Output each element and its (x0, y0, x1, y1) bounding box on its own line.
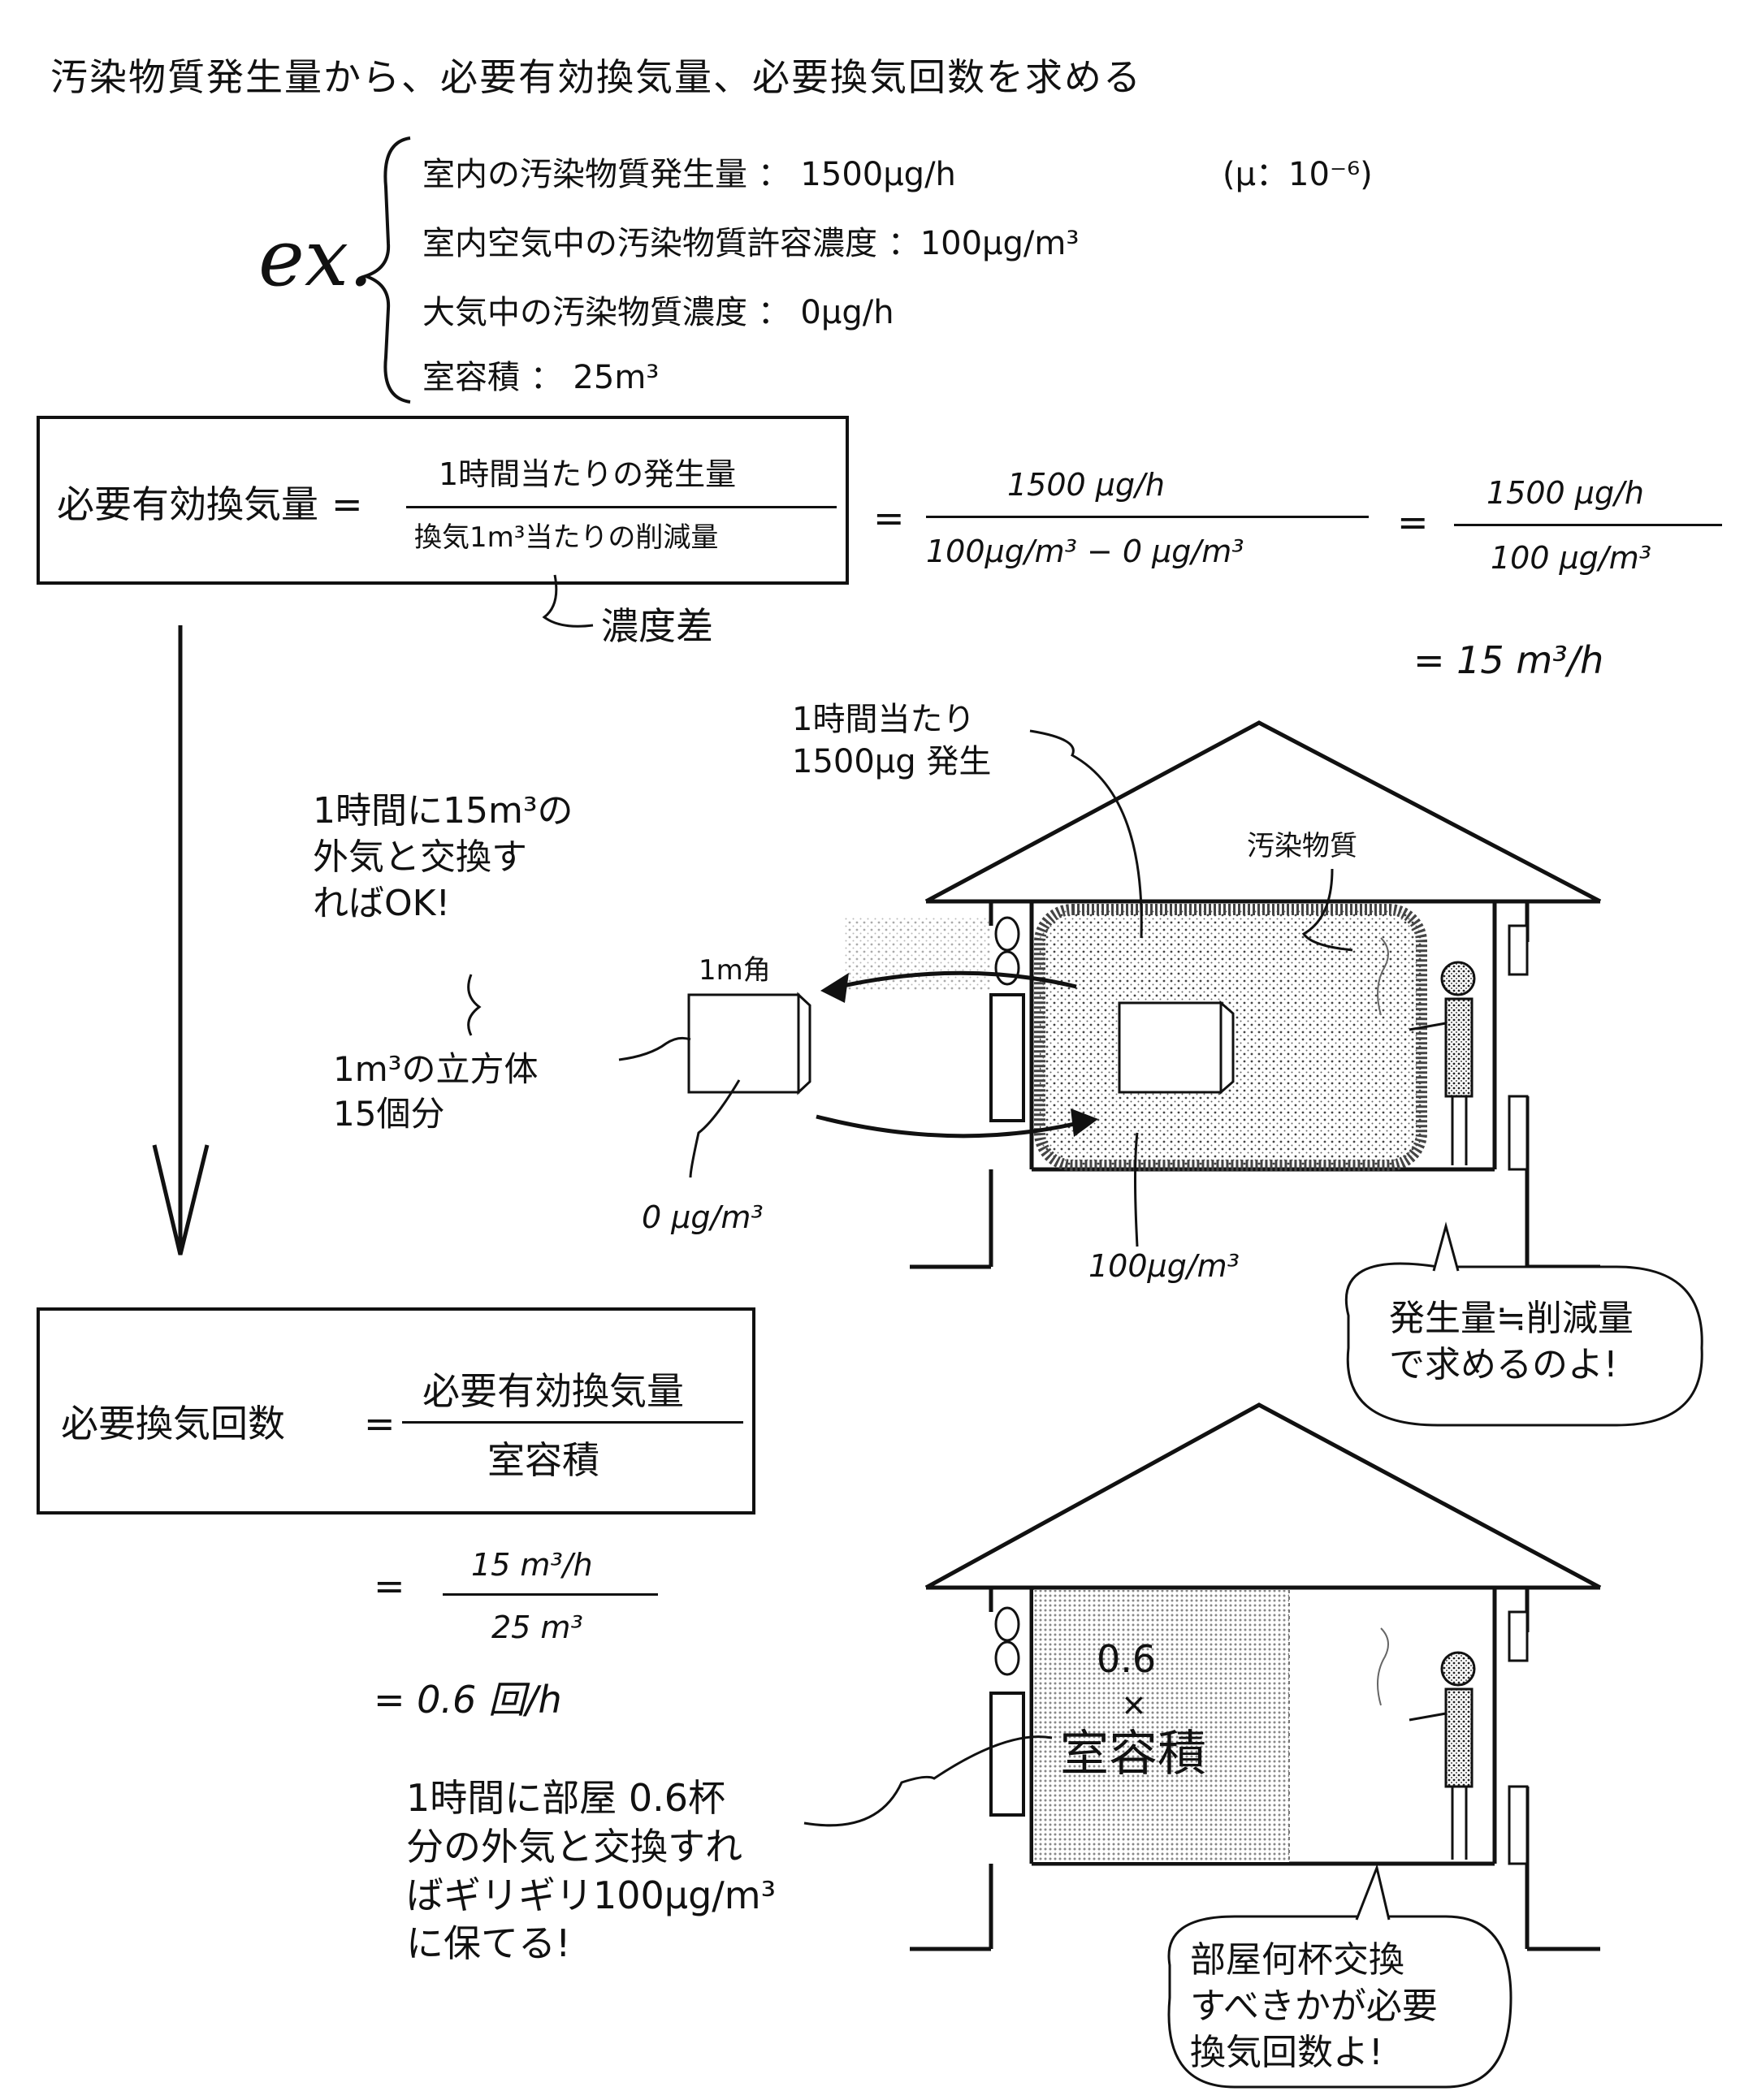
speech-bubble-1: 発生量≒削減量 で求めるのよ! (1389, 1298, 1634, 1386)
formula2-step1-numerator: 15 m³/h (471, 1547, 593, 1583)
concentration-diff-label: 濃度差 (601, 604, 713, 648)
cube-size-label: 1m角 (699, 954, 771, 987)
room-exchange-note: 1時間に部屋 0.6杯 分の外気と交換すれ ばギリギリ100μg/m³ に保てる… (406, 1776, 777, 1966)
generation-label: 1時間当たり 1500μg 発生 (792, 701, 992, 780)
speech-bubble-2: 部屋何杯交換 すべきかが必要 換気回数よ! (1190, 1939, 1438, 2074)
formula2-step1-denominator: 25 m³ (491, 1610, 583, 1645)
formula1-denominator: 換気1m³当たりの削減量 (414, 521, 719, 554)
formula1-step2-denominator: 100 μg/m³ (1491, 540, 1651, 576)
formula1-result: = 15 m³/h (1413, 638, 1604, 682)
example-item-outdoor: 大気中の汚染物質濃度 ： 0μg/h (422, 294, 894, 331)
formula1-box (37, 416, 849, 585)
pollutant-label: 汚染物質 (1247, 830, 1357, 862)
page-title: 汚染物質発生量から、必要有効換気量、必要換気回数を求める (50, 55, 1142, 99)
exchange-note: 1時間に15m³の 外気と交換す ればOK! (313, 790, 573, 925)
inside-concentration: 100μg/m³ (1088, 1248, 1240, 1284)
formula1-lhs: 必要有効換気量 (57, 482, 318, 526)
formula2-step1-bar (443, 1593, 658, 1596)
formula1-equals: = (331, 482, 363, 526)
formula1-fraction-bar (406, 506, 837, 508)
example-item-generation: 室内の汚染物質発生量 ： 1500μg/h (422, 156, 956, 193)
formula2-lhs: 必要換気回数 (61, 1402, 285, 1445)
outside-concentration: 0 μg/m³ (642, 1199, 764, 1235)
formula1-step2-numerator: 1500 μg/h (1487, 475, 1644, 511)
formula2-denominator: 室容積 (487, 1438, 599, 1482)
formula2-step1-equals: = (374, 1564, 405, 1608)
formula2-equals: = (364, 1402, 396, 1445)
formula1-step1-denominator: 100μg/m³ − 0 μg/m³ (926, 534, 1244, 569)
formula2-numerator: 必要有効換気量 (422, 1369, 684, 1413)
formula2-fraction-bar (402, 1421, 743, 1424)
example-item-volume: 室容積 ： 25m³ (422, 359, 660, 396)
times-sign: × (1121, 1687, 1147, 1722)
formula1-numerator: 1時間当たりの発生量 (439, 456, 737, 492)
formula1-step1-bar (926, 516, 1369, 518)
formula2-result: = 0.6 回/h (374, 1678, 562, 1722)
formula2-box (37, 1307, 755, 1515)
formula1-step2-bar (1454, 524, 1722, 526)
formula1-step1-numerator: 1500 μg/h (1007, 467, 1165, 503)
example-item-allowable: 室内空気中の汚染物質許容濃度 ：100μg/m³ (422, 225, 1080, 262)
cube-count-note: 1m³の立方体 15個分 (333, 1049, 539, 1134)
example-marker: ex. (258, 213, 374, 304)
formula1-step2-equals: = (1397, 500, 1429, 544)
room-volume-label: 室容積 (1060, 1726, 1206, 1782)
formula1-step1-equals: = (873, 496, 905, 540)
mu-note: (μ：10⁻⁶) (1223, 156, 1373, 193)
ratio-value: 0.6 (1097, 1637, 1157, 1681)
